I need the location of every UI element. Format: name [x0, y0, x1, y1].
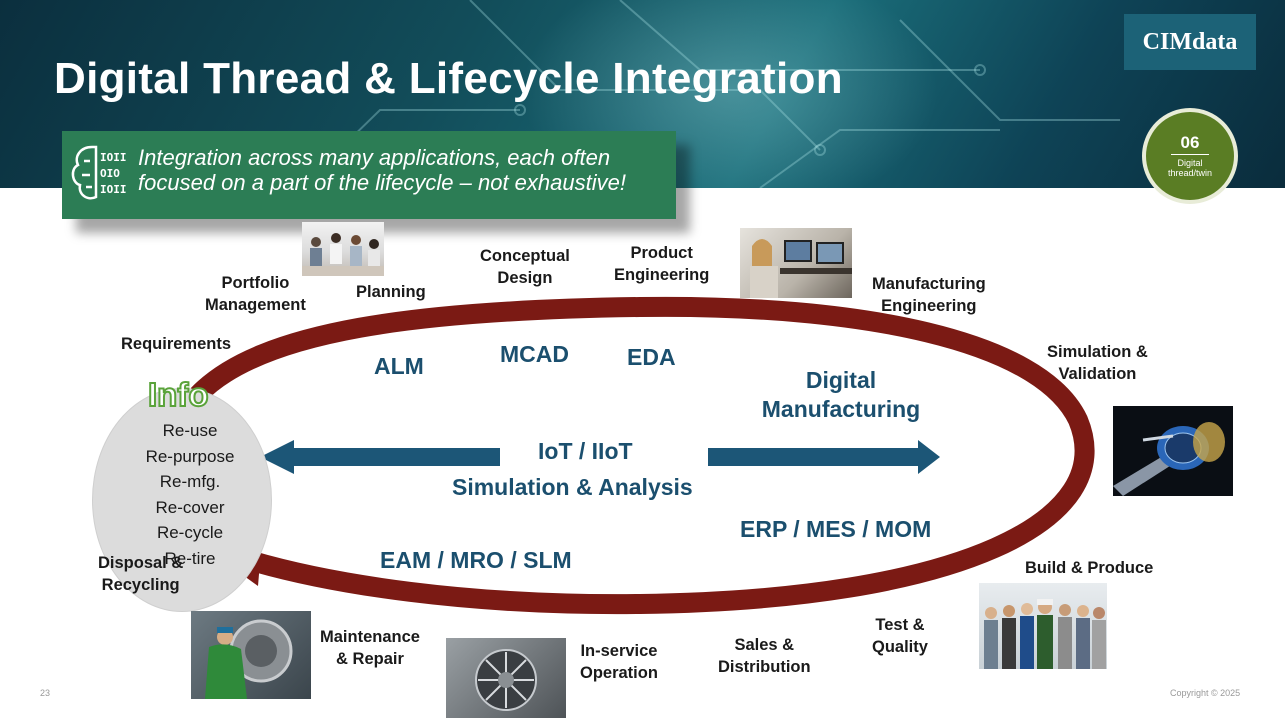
stage-conceptual-line1: Conceptual: [480, 247, 570, 265]
svg-text:IOII: IOII: [100, 151, 127, 164]
stage-mfg-line1: Manufacturing: [872, 275, 986, 293]
stage-test-line2: Quality: [872, 638, 928, 656]
badge-label-line1: Digital: [1177, 158, 1203, 168]
circuit-lines-decoration: [299, 0, 1120, 188]
stage-requirements: Requirements: [121, 335, 232, 353]
stage-portfolio-line1: Portfolio: [221, 274, 290, 292]
badge-label-line2: thread/twin: [1167, 168, 1213, 178]
arrow-right: [708, 440, 940, 474]
stage-planning: Planning: [356, 283, 426, 301]
stage-inservice-operation: In-service Operation: [580, 640, 658, 684]
info-item: Re-cover: [155, 497, 225, 517]
badge-label: Digital thread/twin: [1168, 158, 1212, 178]
stage-disposal-line2: Recycling: [101, 576, 180, 594]
section-badge: 06 Digital thread/twin: [1142, 108, 1238, 204]
stage-conceptual-line2: Design: [497, 269, 553, 287]
maintenance-worker-photo: [191, 611, 311, 699]
callout-box: IOII OIO IOII Integration across many ap…: [62, 131, 676, 219]
stage-product-line1: Product: [630, 244, 693, 262]
svg-text:OIO: OIO: [100, 167, 120, 180]
stage-product-line2: Engineering: [614, 266, 710, 284]
callout-text: Integration across many applications, ea…: [138, 145, 668, 195]
app-alm: ALM: [374, 353, 424, 379]
callout-line1: Integration across many applications, ea…: [138, 145, 611, 170]
brain-binary-icon: IOII OIO IOII: [71, 145, 127, 200]
stage-maintenance-repair: Maintenance & Repair: [320, 626, 420, 670]
team-icon: [984, 599, 1106, 669]
workstation-icon: [750, 239, 852, 298]
stage-inservice-line2: Operation: [580, 664, 658, 682]
info-list: Re-use Re-purpose Re-mfg. Re-cover Re-cy…: [128, 418, 252, 571]
stage-disposal-recycling: Disposal & Recycling: [98, 552, 183, 596]
stage-manufacturing-engineering: Manufacturing Engineering: [872, 273, 986, 317]
simulation-turbine-photo: [1113, 406, 1233, 496]
stage-sales-line2: Distribution: [718, 658, 811, 676]
stage-portfolio-management: Portfolio Management: [205, 272, 306, 316]
inservice-engine-photo: [446, 638, 566, 718]
mechanic-icon: [205, 619, 293, 699]
turbine-icon: [1113, 422, 1225, 496]
app-mcad: MCAD: [500, 341, 569, 367]
stage-sales-distribution: Sales & Distribution: [718, 634, 811, 678]
stage-conceptual-design: Conceptual Design: [480, 245, 570, 289]
info-circle: [92, 388, 272, 612]
app-digital-manufacturing-line1: Digital: [805, 367, 877, 393]
production-team-photo: [979, 583, 1107, 669]
page-number: 23: [40, 688, 51, 698]
cimdata-logo: CIMdata: [1124, 14, 1256, 70]
engine-icon: [475, 649, 537, 711]
app-simulation-analysis: Simulation & Analysis: [452, 474, 693, 500]
planning-meeting-photo: [302, 222, 384, 276]
stage-simulation-line2: Validation: [1058, 365, 1137, 383]
page-title: Digital Thread & Lifecycle Integration: [54, 54, 843, 103]
stage-disposal-line1: Disposal &: [98, 554, 184, 572]
stage-maintenance-line2: & Repair: [336, 650, 404, 668]
app-eam-mro-slm: EAM / MRO / SLM: [380, 547, 572, 573]
app-digital-manufacturing: Digital Manufacturing: [748, 366, 934, 424]
info-item: Re-purpose: [145, 446, 235, 466]
stage-mfg-line2: Engineering: [881, 297, 977, 315]
copyright-text: Copyright © 2025: [1170, 688, 1241, 698]
stage-portfolio-line2: Management: [205, 296, 306, 314]
app-erp-mes-mom: ERP / MES / MOM: [740, 516, 932, 542]
app-iot: IoT / IIoT: [538, 438, 633, 464]
svg-text:IOII: IOII: [100, 183, 127, 196]
info-item: Re-mfg.: [159, 472, 221, 491]
stage-build-produce: Build & Produce: [1025, 559, 1154, 577]
info-title: Info: [147, 375, 210, 414]
badge-number: 06: [1170, 134, 1210, 155]
lifecycle-loop-arrow: [190, 296, 1095, 615]
arrow-left: [260, 440, 500, 474]
info-item: Re-cycle: [156, 523, 224, 542]
engineering-workstation-photo: [740, 228, 852, 298]
stage-product-engineering: Product Engineering: [614, 242, 709, 286]
stage-simulation-line1: Simulation &: [1047, 343, 1148, 361]
stage-test-line1: Test &: [875, 616, 925, 634]
callout-line2: focused on a part of the lifecycle – not…: [138, 170, 626, 195]
app-eda: EDA: [627, 344, 676, 370]
info-item: Re-use: [162, 421, 218, 440]
stage-inservice-line1: In-service: [580, 642, 658, 660]
info-item: Re-tire: [164, 548, 216, 568]
stage-simulation-validation: Simulation & Validation: [1047, 341, 1148, 385]
stage-maintenance-line1: Maintenance: [320, 628, 420, 646]
app-digital-manufacturing-line2: Manufacturing: [761, 396, 921, 422]
stage-test-quality: Test & Quality: [872, 614, 928, 658]
people-icon: [302, 233, 384, 276]
stage-sales-line1: Sales &: [734, 636, 795, 654]
